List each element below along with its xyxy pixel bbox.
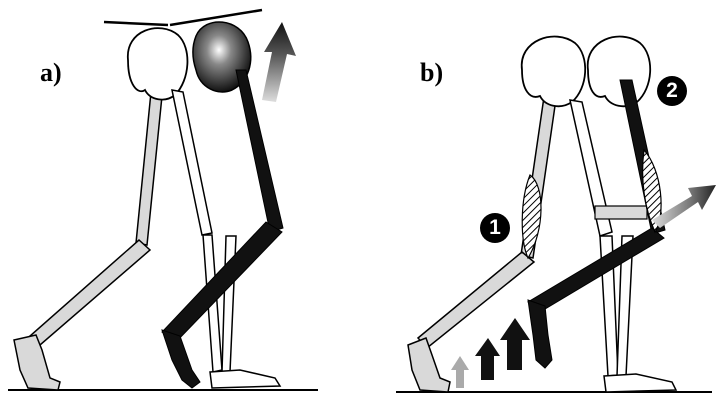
calf-muscle-hatch bbox=[522, 175, 541, 258]
up-arrow-icon bbox=[500, 318, 530, 370]
panel-label-a: a) bbox=[40, 58, 62, 88]
trailing-leg-a bbox=[14, 82, 163, 390]
numbered-badge-1: 1 bbox=[480, 213, 510, 243]
hip-outline-b1 bbox=[522, 37, 586, 107]
up-arrow-icon bbox=[475, 338, 500, 380]
numbered-badge-2: 2 bbox=[657, 76, 687, 106]
hip-outline-a bbox=[128, 28, 188, 99]
hip-outline-b2 bbox=[588, 37, 651, 107]
up-arrow-icon bbox=[451, 356, 469, 388]
panel-label-b: b) bbox=[420, 58, 443, 88]
knee-band bbox=[595, 206, 647, 219]
up-arrow-icon bbox=[262, 22, 296, 102]
pelvis-level-line bbox=[104, 22, 168, 25]
